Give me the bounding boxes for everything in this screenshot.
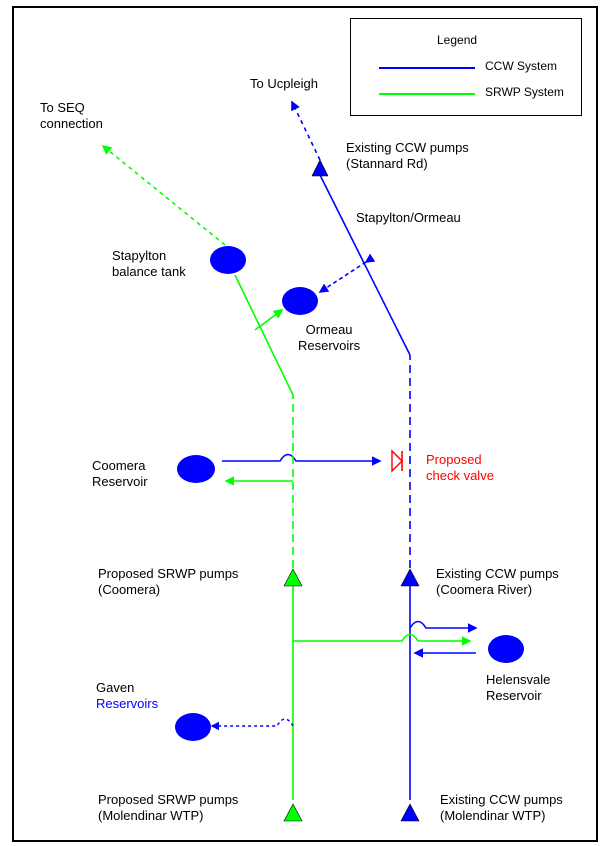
check-valve-icon xyxy=(391,449,403,473)
gaven-supply-line xyxy=(210,718,294,731)
srwp-to-helensvale xyxy=(293,633,472,646)
srwp-pipes xyxy=(101,144,472,800)
srwp-to-balance-tank xyxy=(234,274,294,396)
stapylton-balance-tank-node xyxy=(210,246,246,274)
diagram-frame xyxy=(12,6,598,842)
ccw-coomera-res-to-valve xyxy=(222,453,382,466)
ormeau-reservoirs-node xyxy=(282,287,318,315)
molendinar-srwp-pump-icon xyxy=(283,803,303,822)
coomera-ccw-pump-icon xyxy=(400,568,420,587)
helensvale-reservoir-node xyxy=(488,635,524,663)
coomera-srwp-pump-icon xyxy=(283,568,303,587)
legend-srwp-swatch xyxy=(379,93,475,95)
label-existing-pumps-stannard: Existing CCW pumps(Stannard Rd) xyxy=(346,140,469,171)
molendinar-ccw-pump-icon xyxy=(400,803,420,822)
gaven-reservoirs-node xyxy=(175,713,211,741)
legend-title: Legend xyxy=(437,33,478,47)
ccw-pipes xyxy=(222,100,478,800)
legend: Legend CCW System SRWP System xyxy=(350,18,582,116)
legend-ccw-label: CCW System xyxy=(485,59,557,73)
ccw-to-ormeau xyxy=(318,253,376,293)
label-existing-pumps-molendinar: Existing CCW pumps(Molendinar WTP) xyxy=(440,792,563,823)
label-existing-pumps-coomera: Existing CCW pumps(Coomera River) xyxy=(436,566,559,597)
ccw-to-helensvale-top xyxy=(409,620,478,633)
srwp-to-seq xyxy=(101,144,226,246)
stannard-pump-icon xyxy=(311,159,329,177)
legend-ccw-swatch xyxy=(379,67,475,69)
legend-srwp-label: SRWP System xyxy=(485,85,564,99)
label-proposed-pumps-molendinar: Proposed SRWP pumps(Molendinar WTP) xyxy=(98,792,239,823)
label-to-ucpleigh: To Ucpleigh xyxy=(250,76,318,91)
srwp-to-ormeau xyxy=(254,309,284,331)
label-proposed-pumps-coomera: Proposed SRWP pumps(Coomera) xyxy=(98,566,239,597)
coomera-reservoir-node xyxy=(177,455,215,483)
label-stapylton-ormeau: Stapylton/Ormeau xyxy=(356,210,461,225)
ccw-to-ucpleigh xyxy=(291,100,321,161)
